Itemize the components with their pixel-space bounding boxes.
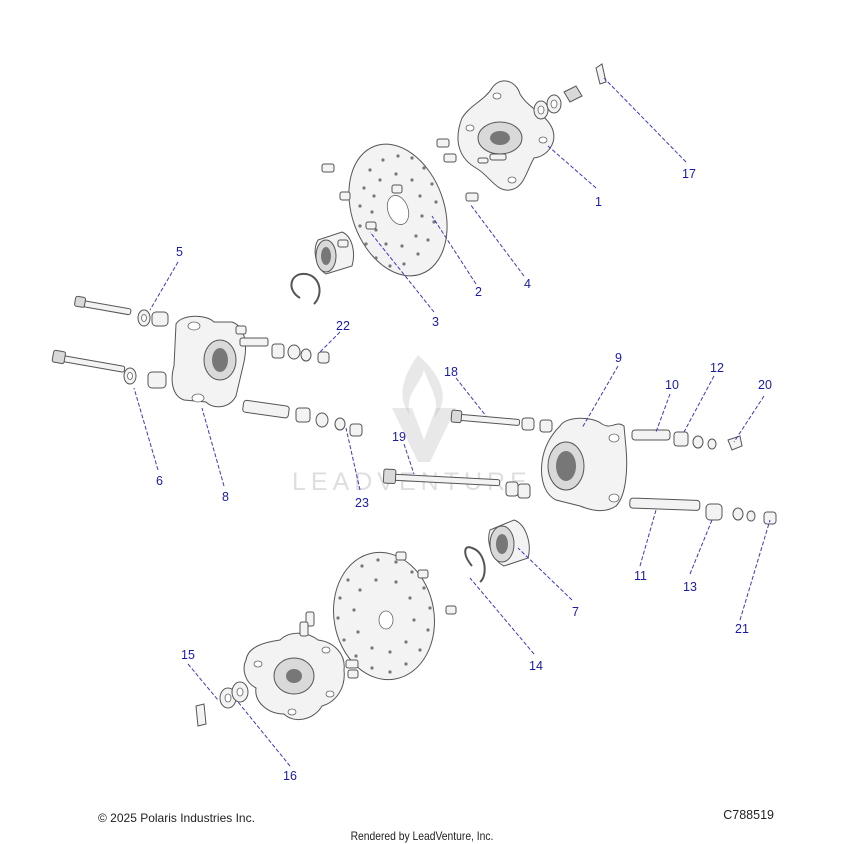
part-brake-disc-upper [339, 143, 448, 277]
part-cotter-pin-17 [595, 63, 607, 85]
watermark-v-icon [392, 408, 456, 462]
part-washer-5 [137, 309, 169, 327]
callout-23: 23 [355, 496, 369, 510]
rendered-by-text: Rendered by LeadVenture, Inc. [350, 829, 494, 843]
part-knuckle-9 [541, 417, 628, 512]
callout-10: 10 [665, 378, 679, 392]
part-washers-lower [219, 681, 249, 709]
leader-lines [133, 77, 771, 767]
callout-14: 14 [529, 659, 543, 673]
part-bolt-19 [382, 468, 531, 499]
callout-19: 19 [392, 430, 406, 444]
callout-15: 15 [181, 648, 195, 662]
part-snap-ring-upper [290, 272, 321, 305]
part-bearing-7 [488, 519, 530, 567]
part-washers-upper [533, 85, 583, 120]
callout-21: 21 [735, 622, 749, 636]
copyright-text: © 2025 Polaris Industries Inc. [98, 811, 255, 825]
part-washer-6 [123, 367, 167, 389]
callout-9: 9 [615, 351, 622, 365]
callout-8: 8 [222, 490, 229, 504]
callout-1: 1 [595, 195, 602, 209]
part-bearing-upper [314, 221, 377, 275]
callout-7: 7 [572, 605, 579, 619]
part-spacers-22 [239, 337, 330, 364]
part-cap-20 [727, 435, 743, 451]
part-spacers-12 [673, 431, 717, 450]
callout-2: 2 [475, 285, 482, 299]
callout-16: 16 [283, 769, 297, 783]
callout-13: 13 [683, 580, 697, 594]
callout-5: 5 [176, 245, 183, 259]
part-brake-disc-lower [333, 551, 457, 681]
callout-6: 6 [156, 474, 163, 488]
callout-11: 11 [634, 569, 647, 583]
callout-4: 4 [524, 277, 531, 291]
part-hub-lower [243, 611, 359, 721]
part-cap-21 [763, 511, 777, 525]
part-bolt-6 [51, 349, 126, 373]
part-bolt-5 [74, 295, 132, 316]
part-pin-11 [629, 497, 701, 511]
callout-18: 18 [444, 365, 458, 379]
callout-20: 20 [758, 378, 772, 392]
part-spacers-13 [705, 503, 756, 522]
part-hub-upper [457, 80, 555, 191]
diagram-id: C788519 [723, 808, 774, 822]
callout-17: 17 [682, 167, 696, 181]
callout-12: 12 [710, 361, 724, 375]
callouts: 1 2 3 4 5 6 7 8 9 10 11 12 13 14 15 16 1… [156, 167, 772, 783]
part-snap-ring-14 [464, 546, 486, 583]
part-spacers-23 [242, 399, 363, 437]
part-pin-10 [631, 429, 671, 441]
part-cotter-pin-15 [195, 703, 207, 727]
part-bolt-18 [450, 409, 553, 433]
part-bolts-upper [321, 138, 479, 202]
watermark-flame-icon [402, 355, 443, 418]
callout-3: 3 [432, 315, 439, 329]
callout-22: 22 [336, 319, 350, 333]
part-knuckle-8 [171, 315, 247, 408]
